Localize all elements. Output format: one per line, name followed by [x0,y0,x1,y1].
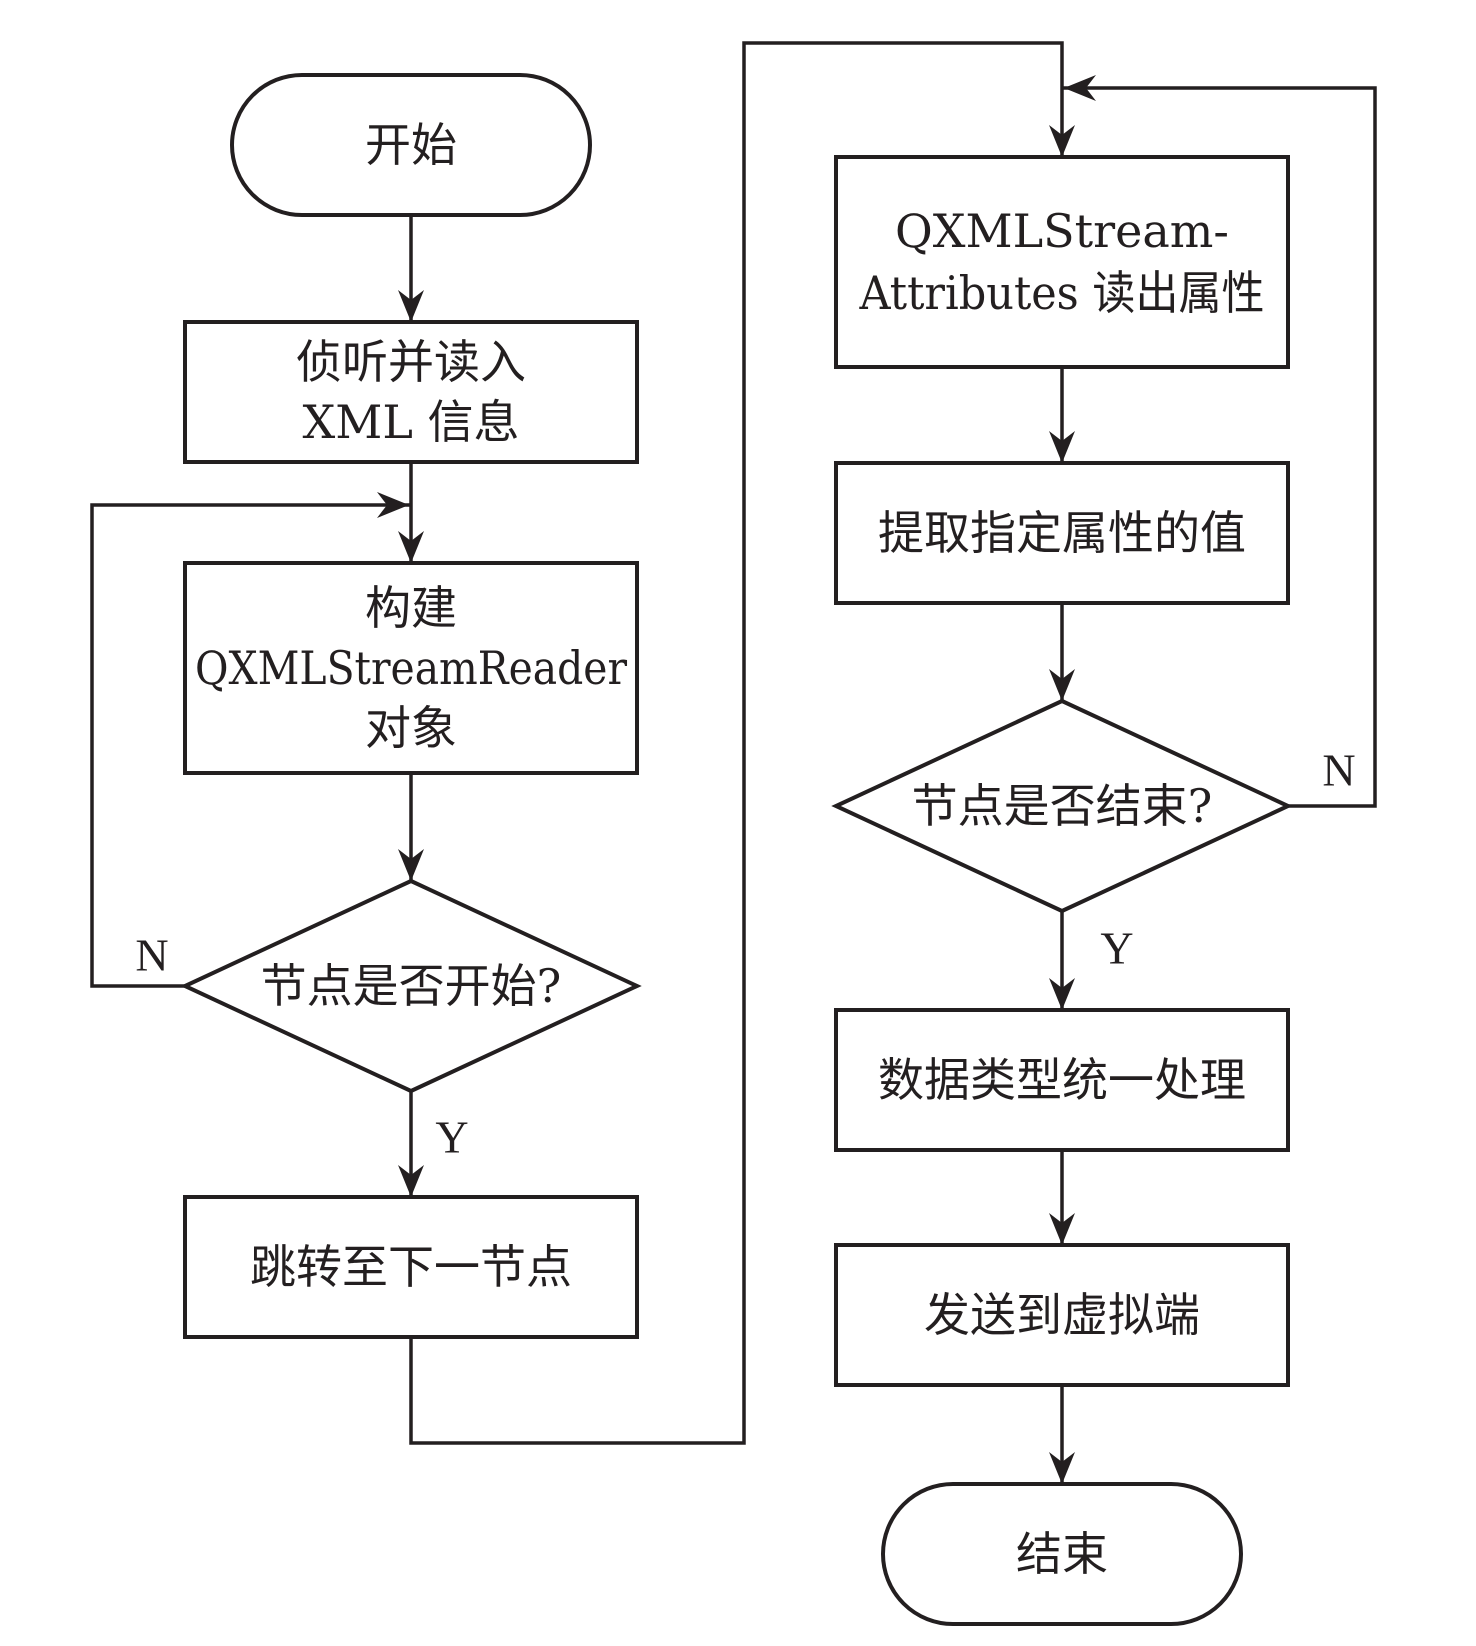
branch-label-no-end-check: N [1322,745,1355,796]
arrowhead-left-icon [1064,75,1096,101]
arrowhead-down-icon [1049,125,1075,157]
node-build: 构建 QXMLStreamReader 对象 [183,561,639,775]
decision-diamond [831,698,1293,914]
node-text-line: 跳转至下一节点 [250,1240,572,1294]
process-box [183,320,639,464]
node-read-attrs: QXMLStream- Attributes 读出属性 [834,155,1290,369]
arrowhead-down-icon [1049,431,1075,463]
arrowhead-down-icon [398,1165,424,1197]
node-text-line: QXMLStream- [895,204,1229,258]
edge-jump-to-read-attrs [409,41,1064,1445]
node-start: 开始 [230,73,592,217]
node-text-line: 提取指定属性的值 [878,506,1246,560]
edge-start-check-no-loop [90,503,411,988]
edges-layer [90,41,1377,1484]
node-text-line: 发送到虚拟端 [924,1288,1200,1342]
process-box [834,1008,1290,1152]
arrowhead-down-icon [1049,669,1075,701]
node-text-line: Attributes 读出属性 [859,266,1265,320]
arrowhead-down-icon [1049,1452,1075,1484]
node-jump: 跳转至下一节点 [183,1195,639,1339]
terminator-shape [881,1482,1243,1626]
arrowhead-down-icon [398,531,424,563]
arrowhead-down-icon [398,849,424,881]
node-listen: 侦听并读入 XML 信息 [183,320,639,464]
node-text-line: QXMLStreamReader [195,641,627,695]
node-extract: 提取指定属性的值 [834,461,1290,605]
node-text-line: 数据类型统一处理 [878,1053,1246,1107]
process-box [183,1195,639,1339]
branch-label-no-start-check: N [135,930,168,981]
terminator-shape [230,73,592,217]
process-box [183,561,639,775]
node-text-line: 节点是否结束? [912,779,1213,833]
decision-diamond [180,878,642,1094]
arrowhead-down-icon [398,290,424,322]
process-box [834,1243,1290,1387]
arrowhead-down-icon [1049,1213,1075,1245]
edge-end-check-no-loop [1062,86,1377,808]
process-box [834,155,1290,369]
node-end: 结束 [881,1482,1243,1626]
node-text-line: 对象 [365,701,457,755]
node-send: 发送到虚拟端 [834,1243,1290,1387]
node-text-line: XML 信息 [302,395,519,449]
branch-label-yes-start-check: Y [435,1112,468,1163]
branch-label-yes-end-check: Y [1100,923,1133,974]
branch-labels-layer: N Y N Y [135,745,1355,1163]
node-text-line: 侦听并读入 [296,335,526,389]
node-node-end-check: 节点是否结束? [831,698,1293,914]
node-unify: 数据类型统一处理 [834,1008,1290,1152]
node-text-line: 开始 [365,118,457,172]
arrowhead-down-icon [1049,978,1075,1010]
node-node-start-check: 节点是否开始? [180,878,642,1094]
arrowhead-right-icon [377,492,409,518]
process-box [834,461,1290,605]
node-text-line: 构建 [365,581,457,635]
node-text-line: 节点是否开始? [261,959,562,1013]
node-text-line: 结束 [1016,1527,1108,1581]
